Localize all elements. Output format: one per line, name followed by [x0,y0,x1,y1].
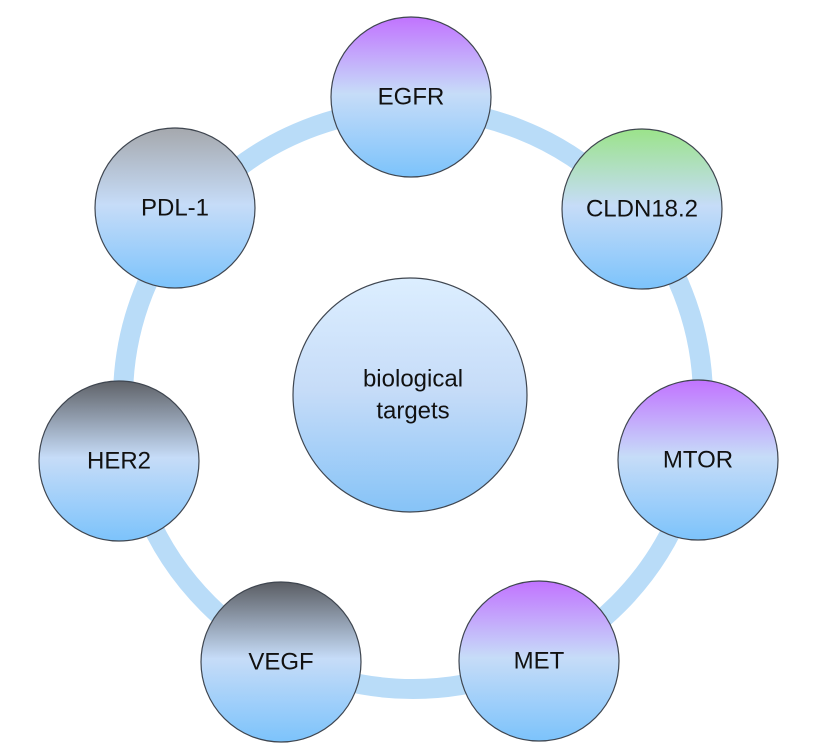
node-label-met: MET [514,648,565,675]
center-circle [292,277,528,513]
node-label-cldn182: CLDN18.2 [586,196,698,223]
center-label-line2: targets [376,398,449,425]
node-her2: HER2 [38,380,200,542]
node-circle-mtor [617,379,779,541]
node-egfr: EGFR [330,16,492,178]
node-circle-egfr [330,16,492,178]
node-label-egfr: EGFR [378,84,445,111]
node-vegf: VEGF [200,581,362,743]
node-cldn182: CLDN18.2 [561,128,723,290]
node-circle-vegf [200,581,362,743]
node-circle-pdl1 [94,127,256,289]
node-label-mtor: MTOR [663,447,733,474]
node-met: MET [458,580,620,742]
node-label-her2: HER2 [87,448,151,475]
node-label-pdl1: PDL-1 [141,195,209,222]
center-node: biological targets [292,277,528,513]
node-label-vegf: VEGF [248,649,313,676]
node-circle-her2 [38,380,200,542]
node-circle-met [458,580,620,742]
center-label-line1: biological [363,366,463,393]
node-circle-cldn182 [561,128,723,290]
node-pdl1: PDL-1 [94,127,256,289]
node-mtor: MTOR [617,379,779,541]
